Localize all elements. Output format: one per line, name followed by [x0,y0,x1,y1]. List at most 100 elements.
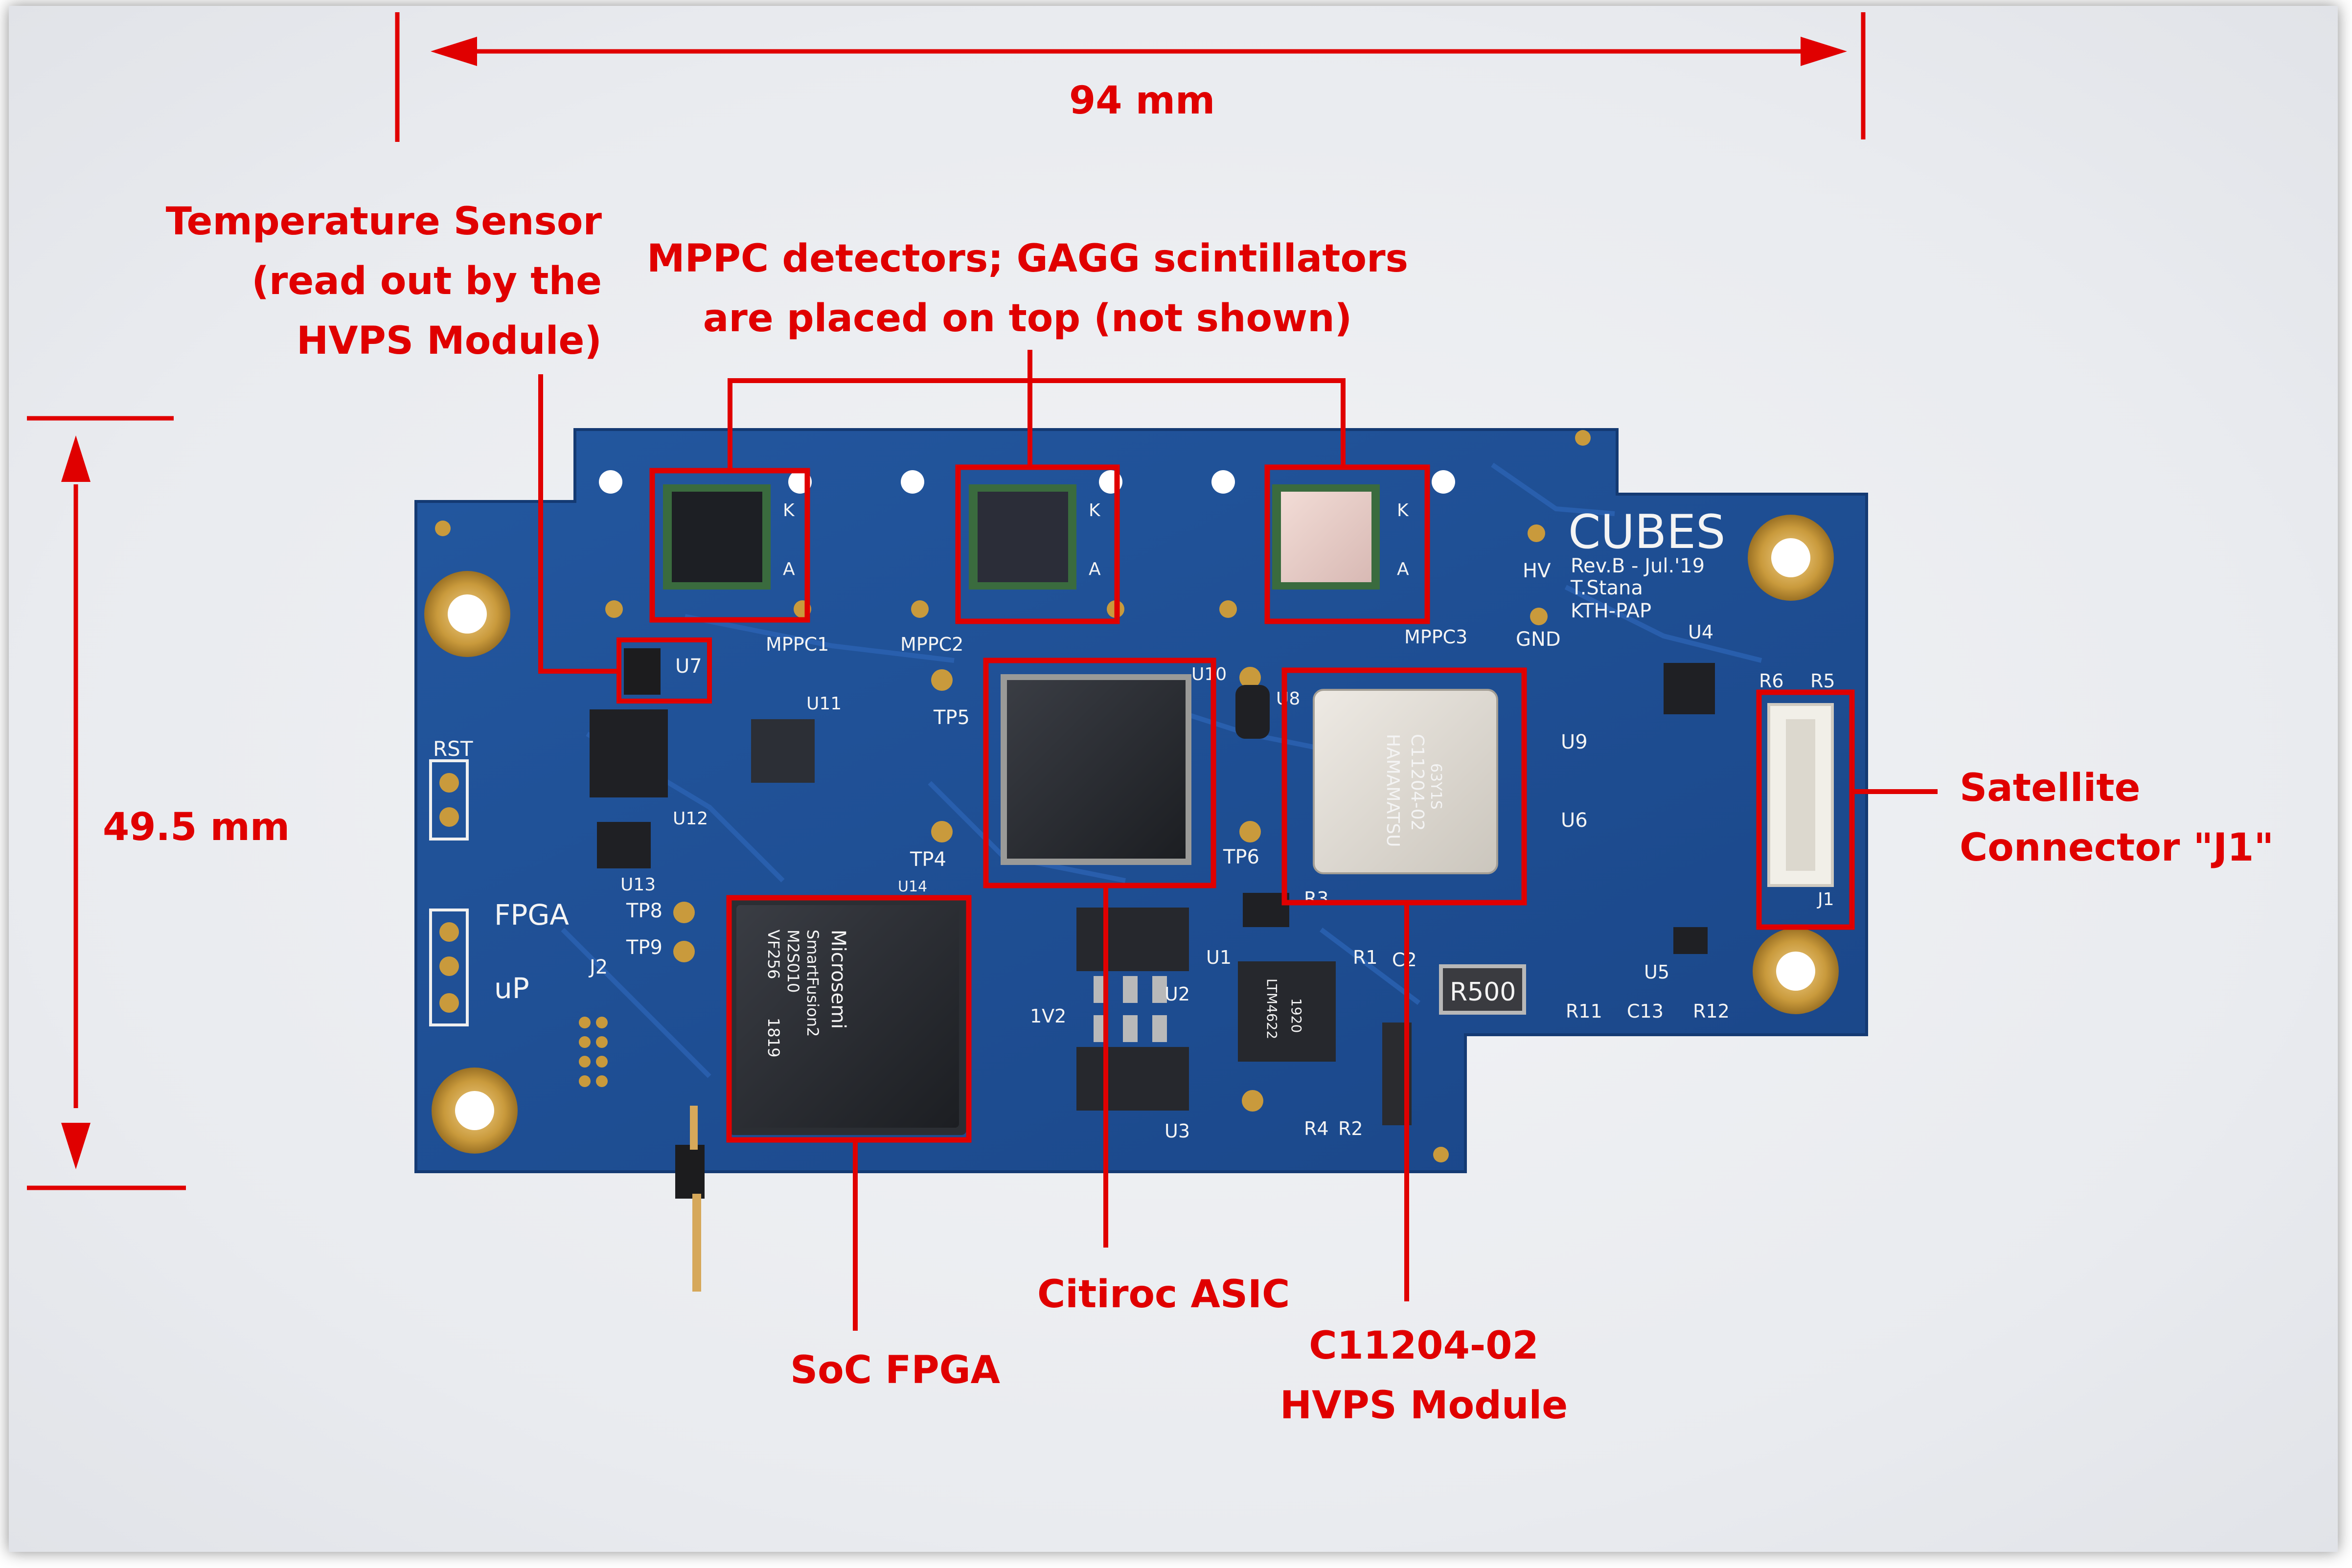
temperature-sensor-line-2: (read out by the [251,259,602,303]
mppc-label-line-1: MPPC detectors; GAGG scintillators [646,237,1409,281]
ic-u1 [1243,893,1289,927]
hvps-marking-1: HAMAMATSU [1383,734,1403,847]
hvps-marking-3: 63Y1S [1427,763,1444,810]
refdes-u3: U3 [1165,1120,1190,1142]
hvps-marking-2: C11204-02 [1407,734,1427,831]
height-label: 49.5 mm [103,805,290,849]
mppc2-silk: MPPC2 [900,634,963,655]
refdes-u10: U10 [1191,664,1227,684]
hvps-label-line-1: C11204-02 [1309,1324,1539,1368]
soc-fpga-chip: Microsemi SmartFusion2 M2S010 VF256 1819 [729,898,966,1135]
mppc3-a-label: A [1397,559,1409,579]
mounting-holes [424,515,1839,1154]
mppc2-k-label: K [1089,500,1101,521]
mppc1-detector [663,484,771,590]
mppc3-detector [1272,484,1380,590]
refdes-group: U7 U11 U12 U13 U14 U10 U8 U9 U6 U4 U5 U1… [588,621,1835,1142]
citiroc-box [983,658,1216,888]
mppc2-a-label: A [1089,559,1101,579]
fpga-marking-5: 1819 [764,1018,783,1057]
r500-resistor: R500 [1439,964,1526,1015]
board-revision: Rev.B - Jul.'19 [1571,555,1705,577]
temperature-sensor-label: Temperature Sensor (read out by the HVPS… [147,192,602,371]
temperature-sensor-leader [538,374,619,674]
refdes-u7: U7 [675,655,702,678]
connector-box [1756,689,1855,930]
ic-u5 [1673,927,1708,954]
mppc1-k-label: K [783,500,795,521]
board-author: T.Stana [1570,577,1643,599]
refdes-j2: J2 [588,956,608,978]
header-pins [429,759,469,1026]
mppc-label: MPPC detectors; GAGG scintillators are p… [621,229,1434,348]
refdes-r3: R3 [1304,888,1329,909]
refdes-r4: R4 [1304,1118,1329,1139]
hvps-label: C11204-02 HVPS Module [1253,1316,1595,1435]
refdes-u14: U14 [898,878,927,895]
mppc-bracket [728,378,1346,471]
pcb-board: HAMAMATSU C11204-02 63Y1S Microsemi Smar… [414,428,1868,1292]
mppc2-detector [969,484,1076,590]
width-label: 94 mm [1069,79,1215,123]
fpga-marking-1: Microsemi [827,930,849,1029]
satellite-connector-label: Satellite Connector "J1" [1960,758,2274,878]
refdes-c13: C13 [1627,1000,1664,1022]
wire-header [675,1106,705,1292]
gnd-label: GND [1516,628,1561,651]
refdes-u1: U1 [1206,947,1232,968]
mppc1-silk: MPPC1 [766,634,829,655]
up-label: uP [494,972,529,1005]
refdes-tp4: TP4 [910,848,946,871]
fpga-silk-label: FPGA [494,898,569,932]
resistor-marking: R500 [1450,977,1516,1007]
regulator-marking-1: LTM4622 [1264,978,1280,1039]
refdes-u12: U12 [673,809,708,829]
refdes-u8: U8 [1276,689,1300,709]
mppc3-k-label: K [1397,500,1409,521]
soc-fpga-label: SoC FPGA [790,1348,1000,1392]
fpga-marking-4: VF256 [764,930,783,979]
refdes-u13: U13 [620,875,656,895]
hvps-module-chip: HAMAMATSU C11204-02 63Y1S [1313,689,1498,874]
satellite-connector-line-2: Connector "J1" [1960,826,2274,870]
mppc2-box [955,464,1120,624]
refdes-tp9: TP9 [626,936,662,959]
fpga-marking-3: M2S010 [784,930,802,993]
j2-pads [579,1017,608,1087]
ltm4622-regulator: LTM4622 1920 [1238,961,1336,1062]
ic-u13 [597,822,651,868]
rst-label: RST [433,737,473,761]
refdes-r12: R12 [1693,1000,1730,1022]
regulator-u3 [1076,1015,1189,1111]
soc-fpga-box [726,895,972,1143]
refdes-j1: J1 [1817,889,1834,909]
refdes-u4: U4 [1688,621,1713,643]
refdes-1v2: 1V2 [1030,1005,1066,1027]
refdes-tp6: TP6 [1223,846,1259,868]
refdes-u2: U2 [1165,983,1190,1005]
temperature-sensor-chip [624,648,661,695]
citiroc-label: Citiroc ASIC [1037,1273,1290,1317]
mppc-label-line-2: are placed on top (not shown) [703,296,1352,341]
mppc1-a-label: A [783,559,795,579]
citiroc-asic-chip [1001,674,1191,865]
board-logo: CUBES [1568,505,1725,559]
ic-u10 [1235,685,1270,739]
temperature-sensor-line-3: HVPS Module) [297,319,602,363]
ic-u12 [590,709,668,797]
refdes-r5: R5 [1810,670,1835,692]
annotation-overlay [27,12,1938,1331]
arrowheads [61,37,1847,1169]
refdes-u5: U5 [1644,961,1669,983]
board-lab: KTH-PAP [1571,600,1651,622]
refdes-r6: R6 [1759,670,1784,692]
refdes-r1: R1 [1353,947,1378,968]
hv-label: HV [1523,560,1551,582]
regulator-marking-2: 1920 [1288,998,1304,1033]
ic-u11 [751,719,815,783]
refdes-r11: R11 [1566,1000,1602,1022]
temperature-sensor-line-1: Temperature Sensor [165,200,602,244]
hvps-label-line-2: HVPS Module [1279,1384,1568,1428]
